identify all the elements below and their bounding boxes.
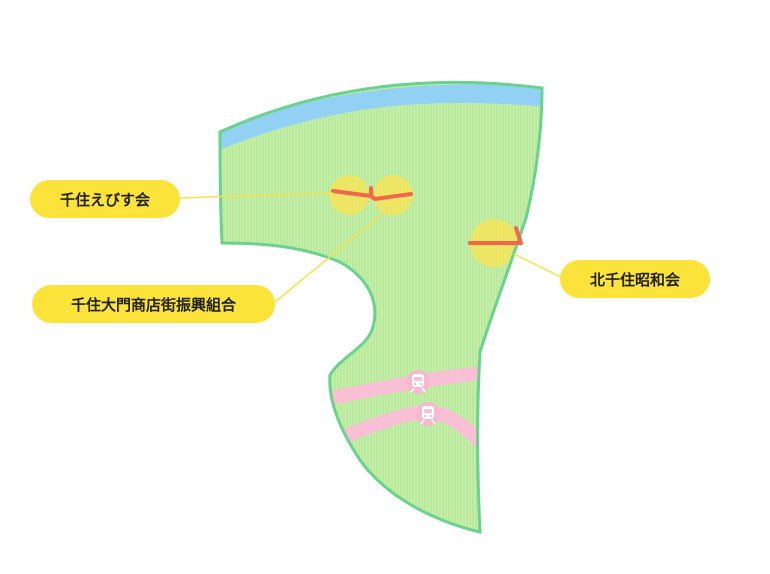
omon-leader-line xyxy=(274,208,389,303)
showa-leader-line xyxy=(513,253,562,278)
showa-label[interactable]: 北千住昭和会 xyxy=(560,260,710,298)
showa-street xyxy=(468,226,523,245)
ebisu-leader-line xyxy=(179,192,334,199)
ebisu-label[interactable]: 千住えびす会 xyxy=(30,180,180,218)
river xyxy=(220,84,542,158)
district-border xyxy=(218,80,544,534)
ebisu-street xyxy=(331,186,413,201)
train-icon[interactable] xyxy=(406,370,430,394)
railway-line xyxy=(318,365,491,407)
train-icon[interactable] xyxy=(416,402,440,426)
omon-label[interactable]: 千住大門商店街振興組合 xyxy=(32,285,275,323)
